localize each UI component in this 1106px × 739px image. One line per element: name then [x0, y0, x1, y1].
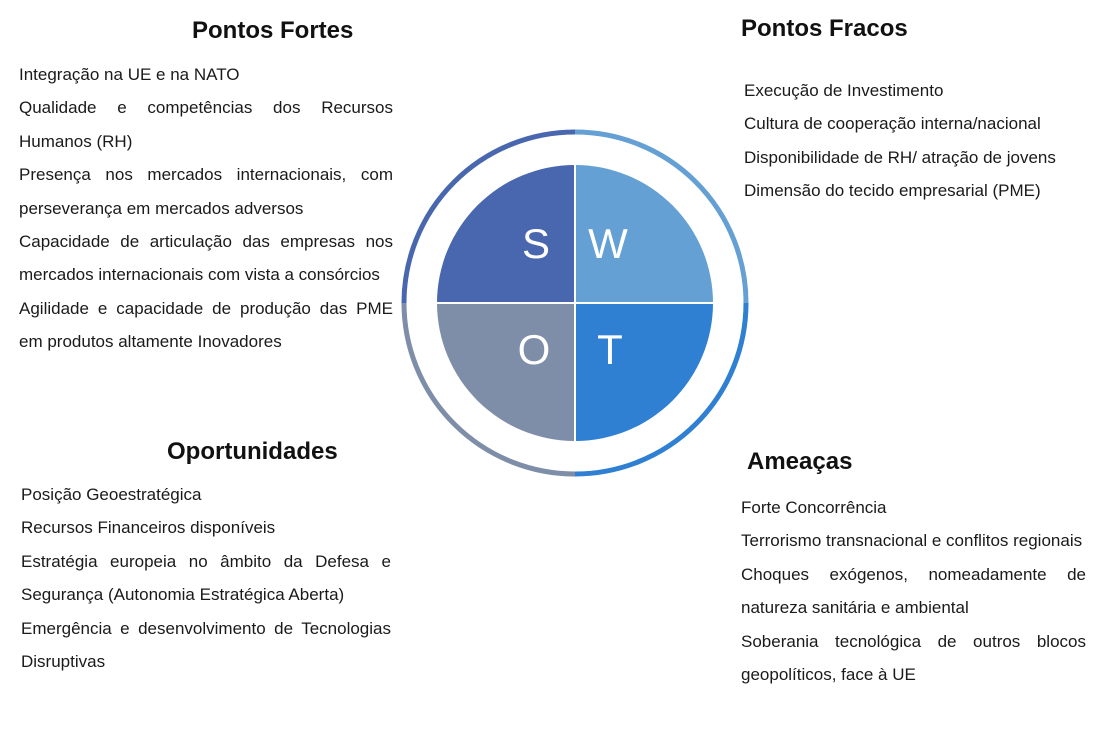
outer-ring-top-left: [401, 129, 576, 304]
list-item: Recursos Financeiros disponíveis: [21, 518, 276, 538]
letter-t: T: [597, 326, 623, 373]
quadrant-w: [575, 165, 713, 303]
strengths-list: Integração na UE e na NATO Qualidade e co…: [19, 58, 393, 359]
list-item: Agilidade e capacidade de produção das P…: [19, 298, 393, 352]
letter-o: O: [518, 326, 551, 373]
strengths-title: Pontos Fortes: [192, 17, 354, 44]
quadrant-s: [437, 165, 575, 303]
list-item: Integração na UE e na NATO: [19, 65, 240, 84]
list-item: Terrorismo transnacional e conflitos reg…: [741, 531, 1083, 551]
list-item: Disponibilidade de RH/ atração de jovens: [744, 147, 1056, 167]
outer-ring-bottom-right: [574, 302, 749, 477]
list-item: Dimensão do tecido empresarial (PME): [744, 181, 1041, 201]
threats-title: Ameaças: [747, 448, 853, 475]
list-item: Choques exógenos, nomeadamente de nature…: [741, 564, 1086, 618]
outer-ring-bottom-left: [401, 302, 576, 477]
opportunities-title: Oportunidades: [167, 438, 338, 465]
list-item: Estratégia europeia no âmbito da Defesa …: [21, 551, 391, 605]
quadrant-t: [575, 303, 713, 441]
list-item: Forte Concorrência: [741, 498, 887, 517]
list-item: Emergência e desenvolvimento de Tecnolog…: [21, 618, 391, 672]
letter-s: S: [522, 220, 550, 267]
list-item: Presença nos mercados internacionais, co…: [19, 165, 393, 218]
letter-w: W: [588, 220, 628, 267]
weaknesses-title: Pontos Fracos: [741, 15, 908, 42]
list-item: Capacidade de articulação das empresas n…: [19, 232, 393, 285]
list-item: Soberania tecnológica de outros blocos g…: [741, 631, 1086, 685]
list-item: Posição Geoestratégica: [21, 485, 202, 504]
swot-circle-diagram: S W O T: [401, 129, 749, 477]
list-item: Execução de Investimento: [744, 81, 944, 100]
list-item: Cultura de cooperação interna/nacional: [744, 114, 1041, 134]
quadrant-o: [437, 303, 575, 441]
list-item: Qualidade e competências dos Recursos Hu…: [19, 98, 393, 151]
outer-ring-top-right: [574, 129, 749, 304]
